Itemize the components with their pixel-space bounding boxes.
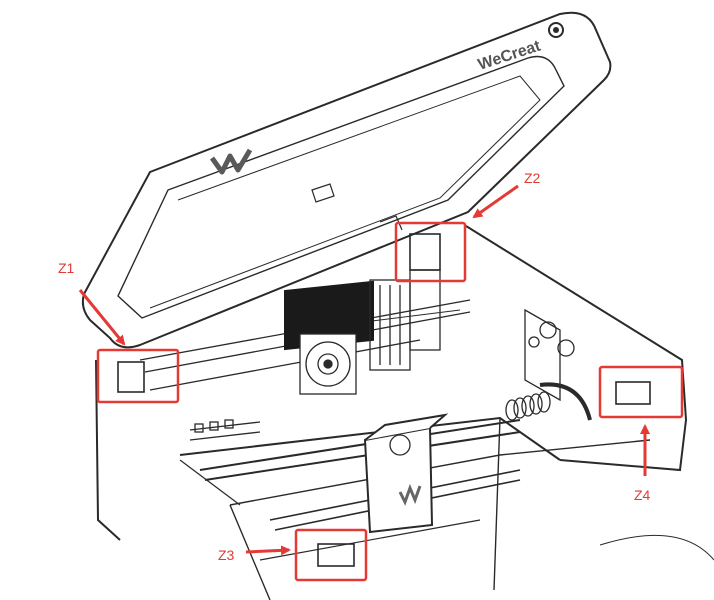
annotation-z3: Z3 — [218, 528, 368, 582]
highlight-box-z3 — [294, 528, 368, 582]
power-button-icon — [548, 22, 564, 38]
annotation-z2: Z2 — [394, 170, 541, 283]
highlight-box-z2 — [394, 221, 467, 283]
label-z2: Z2 — [524, 170, 541, 186]
label-z4: Z4 — [634, 487, 651, 503]
laser-head — [363, 413, 449, 534]
machine-internals — [117, 233, 651, 567]
highlight-box-z4 — [598, 365, 684, 419]
annotation-z4: Z4 — [598, 365, 684, 503]
machine-lid — [81, 11, 612, 349]
label-z1: Z1 — [58, 260, 75, 276]
annotation-z1: Z1 — [58, 260, 180, 404]
highlight-box-z1 — [96, 348, 180, 404]
spring-coil-icon — [505, 391, 551, 421]
wecreat-w-logo-icon — [209, 148, 253, 175]
arrow-z1 — [78, 289, 126, 346]
arrow-z2 — [472, 184, 519, 219]
label-z3: Z3 — [218, 547, 235, 563]
arrow-z3 — [245, 545, 291, 556]
